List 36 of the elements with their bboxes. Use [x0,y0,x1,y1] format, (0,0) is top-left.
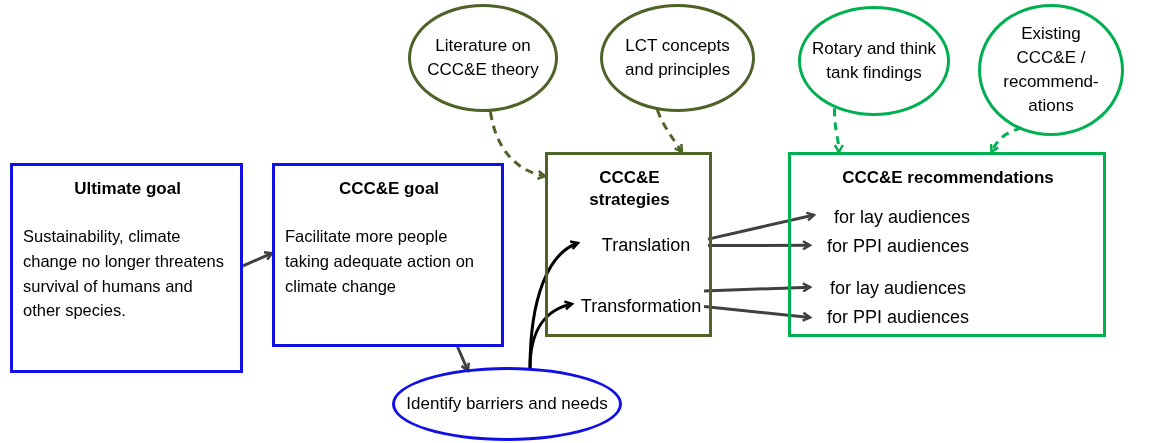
box-text: Sustainability, climate change no longer threatens survival of humans and other species. [23,226,225,322]
recommendation-box [788,152,1106,337]
source-ellipse [600,4,755,112]
ellipse-text: Identify barriers and needs [406,393,608,416]
audience-label: for PPI audiences [813,235,983,259]
arrow [655,109,684,154]
goal-box [10,163,243,373]
arrow [703,305,812,322]
box-heading: Ultimate goal [74,178,181,200]
ellipse-text: Existing CCC&E / recommend-ations [1002,23,1100,117]
audience-label: for lay audiences [817,206,987,230]
audience-label: for lay audiences [813,277,983,301]
arrow [242,251,274,268]
box-text: Facilitate more people taking adequate action on climate change [285,226,475,297]
box-heading: CCC&E goal [338,178,440,200]
arrow [456,346,471,372]
ellipse-text: Rotary and think tank findings [811,38,937,84]
strategy-label: Translation [581,233,711,259]
goal-box [272,163,504,347]
strategy-label: Transformation [575,294,707,320]
arrow [707,211,816,241]
arrow [833,108,844,154]
step-ellipse [392,367,622,441]
arrow [703,282,812,293]
audience-label: for PPI audiences [813,306,983,330]
ellipse-text: LCT concepts and principles [624,35,731,81]
arrow [489,111,547,180]
source-ellipse [798,6,950,116]
box-heading: CCC&E strategies [588,167,671,212]
arrow [528,300,574,369]
source-ellipse [408,4,558,112]
source-ellipse [978,4,1124,136]
ellipse-text: Literature on CCC&E theory [426,35,540,81]
strategy-box [545,152,712,337]
arrow [708,240,812,251]
box-heading: CCC&E recommendations [842,167,1054,189]
